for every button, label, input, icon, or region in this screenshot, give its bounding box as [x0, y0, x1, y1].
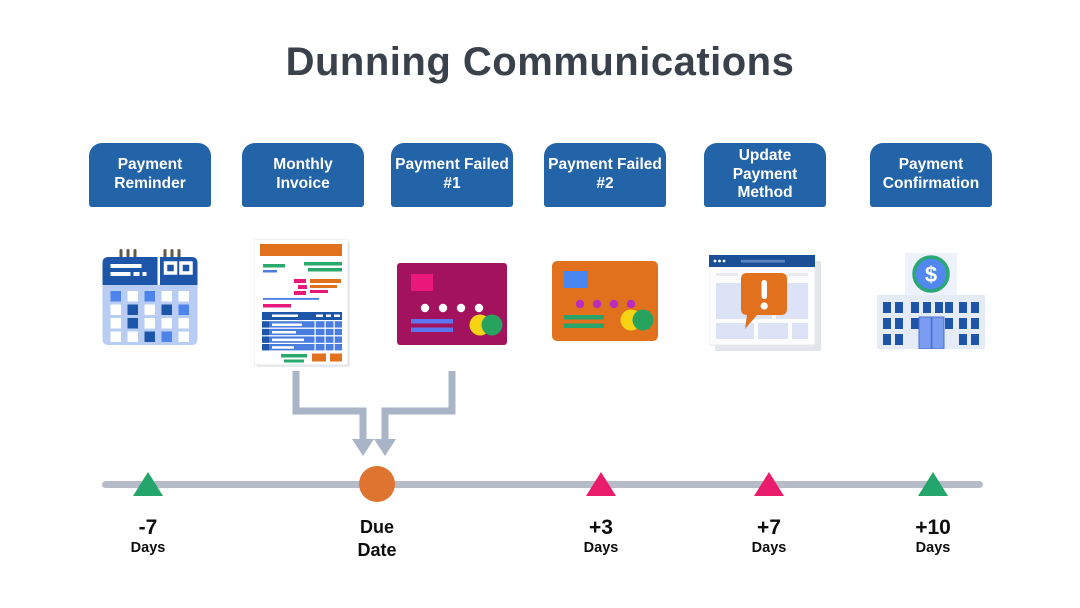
arrowhead-left — [352, 439, 374, 456]
timeline-unit: Days — [130, 540, 166, 557]
stage-payment-failed-1: Payment Failed #1 — [372, 143, 532, 383]
arrowhead-right — [374, 439, 396, 456]
timeline-value: +10 — [915, 516, 951, 539]
dollar-sign-glyph: $ — [925, 262, 937, 287]
stage-update-payment-method: Update Payment Method — [685, 143, 845, 383]
stage-label-box: Monthly Invoice — [242, 143, 364, 207]
timeline-marker-due-date-circle-icon — [359, 466, 395, 502]
timeline-unit: Days — [915, 540, 951, 557]
stage-payment-failed-2: Payment Failed #2 — [525, 143, 685, 383]
timeline-marker-minus7-triangle-icon — [133, 472, 163, 496]
timeline-unit: Days — [583, 540, 619, 557]
credit-card-magenta-icon — [397, 263, 507, 345]
invoice-icon — [254, 239, 350, 367]
timeline-label-plus10: +10 Days — [863, 516, 1003, 558]
stage-payment-reminder: Payment Reminder — [70, 143, 230, 383]
timeline-unit: Days — [751, 540, 787, 557]
timeline-label-plus3: +3 Days — [531, 516, 671, 558]
calendar-icon — [102, 249, 198, 345]
timeline-unit: Date — [357, 539, 397, 560]
bank-icon: $ — [877, 253, 985, 349]
stage-label-box: Payment Failed #1 — [391, 143, 513, 207]
timeline-marker-plus7-triangle-icon — [754, 472, 784, 496]
timeline-label-plus7: +7 Days — [699, 516, 839, 558]
timeline-marker-plus3-triangle-icon — [586, 472, 616, 496]
timeline-value: +7 — [757, 516, 781, 539]
stage-label-box: Update Payment Method — [704, 143, 826, 207]
timeline-bar — [102, 481, 983, 488]
timeline-label-due-date: Due Date — [307, 516, 447, 561]
timeline-value: Due — [359, 517, 394, 537]
stage-label-box: Payment Reminder — [89, 143, 211, 207]
timeline-value: -7 — [138, 516, 158, 539]
stage-payment-confirmation: Payment Confirmation $ — [851, 143, 1011, 383]
stage-monthly-invoice: Monthly Invoice — [223, 143, 383, 383]
credit-card-orange-icon — [552, 261, 658, 341]
timeline-label-minus7: -7 Days — [78, 516, 218, 558]
page-title: Dunning Communications — [285, 40, 795, 84]
browser-alert-icon — [709, 255, 821, 351]
stage-label-box: Payment Confirmation — [870, 143, 992, 207]
stage-label-box: Payment Failed #2 — [544, 143, 666, 207]
timeline-value: +3 — [589, 516, 613, 539]
timeline-marker-plus10-triangle-icon — [918, 472, 948, 496]
